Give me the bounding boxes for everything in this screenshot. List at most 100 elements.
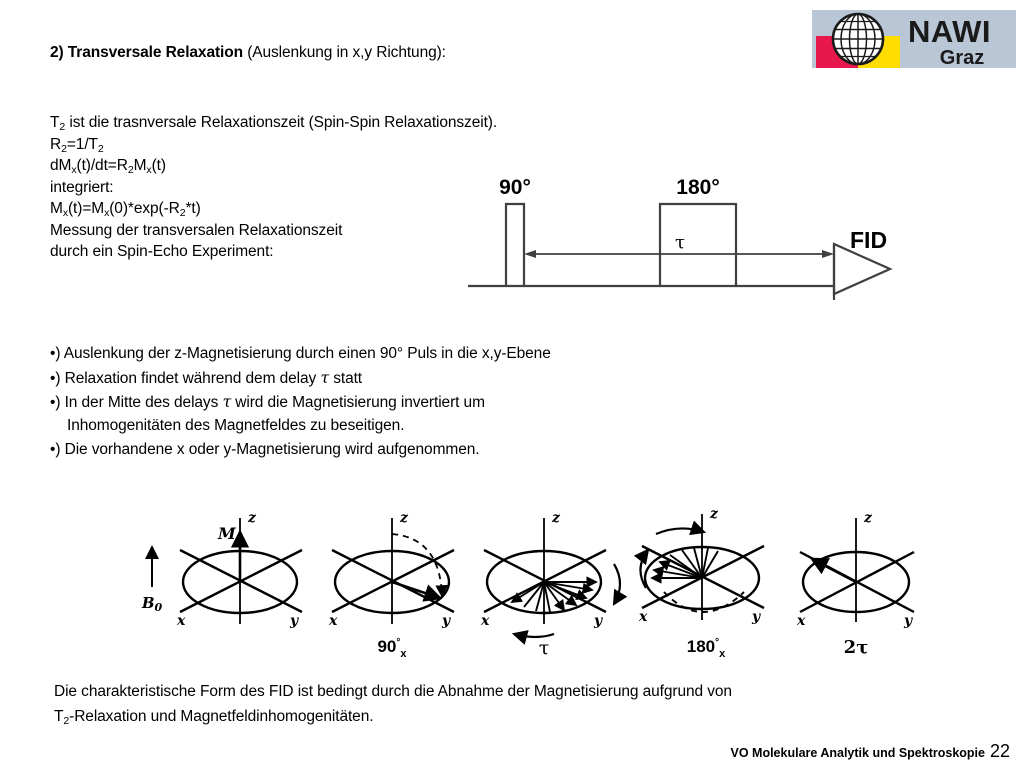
formula-line-6: Messung der transversalen Relaxationszei…	[50, 221, 343, 239]
formula-line-5-mid2: (0)*exp(-R	[109, 200, 180, 217]
mx-subscript-1: x	[71, 163, 77, 176]
bullet-marker-4: •)	[50, 441, 61, 458]
footer-page-number: 22	[989, 741, 1010, 761]
logo-wordmark-graz: Graz	[940, 47, 984, 68]
bullet-item-3-continuation: Inhomogenitäten des Magnetfeldes zu bese…	[67, 417, 405, 434]
caption-90x: 90°x	[377, 637, 407, 660]
t2-subscript-2: 2	[97, 142, 104, 155]
x-axis-line	[483, 548, 607, 614]
tau-arrow-left	[524, 250, 536, 258]
refocused-magnetization-vector	[809, 557, 857, 584]
t2-subscript-bottom: 2	[63, 714, 70, 727]
pulse-180-rect	[658, 202, 738, 286]
vector-diagram-refocused-2tau: z x y 2τ	[796, 510, 915, 658]
rotation-arc-dashed	[391, 533, 448, 598]
spin-echo-pulse-sequence-diagram: 90° 180° τ FID	[462, 168, 914, 300]
z-axis-label: z	[399, 510, 409, 526]
vector-diagram-after-90x: z x y 90°x	[328, 510, 455, 660]
rotation-indicator-bottom	[511, 630, 555, 645]
mx-subscript-3: x	[62, 206, 68, 219]
nawi-graz-logo: NAWI Graz	[812, 10, 1016, 68]
tau-label: τ	[675, 232, 685, 253]
bottom-note-text: Die charakteristische Form des FID ist b…	[54, 679, 732, 729]
globe-icon	[831, 12, 885, 66]
x-axis-label: x	[328, 613, 338, 629]
r2-subscript: 2	[61, 142, 67, 155]
r2-subscript-2: 2	[127, 163, 134, 176]
fid-label: FID	[850, 227, 887, 253]
formula-line-5-end: *t)	[185, 200, 201, 217]
logo-wordmark-nawi: NAWI	[908, 14, 991, 49]
bullet-list: •) Auslenkung der z-Magnetisierung durch…	[50, 342, 551, 462]
bottom-note-line-2-text: -Relaxation und Magnetfeldinhomogenitäte…	[69, 708, 374, 725]
t2-symbol-bottom: T	[54, 708, 64, 725]
formula-line-2: R2=1/T2	[50, 134, 497, 156]
caption-2tau: 2τ	[844, 637, 869, 658]
t2-subscript: 2	[59, 120, 66, 133]
caption-180x: 180°x	[687, 637, 726, 660]
footer-course-title: VO Molekulare Analytik und Spektroskopie	[730, 746, 985, 760]
bullet-text-2b: statt	[329, 370, 362, 387]
pulse-90-rect	[504, 202, 526, 286]
z-axis-label: z	[863, 510, 873, 526]
rotation-indicator-left	[633, 548, 650, 589]
t2-symbol: T	[50, 114, 60, 131]
vector-diagram-after-180x: z x y 180°x	[633, 506, 765, 660]
bullet-marker-2: •)	[50, 370, 61, 387]
b0-field-arrow: B0	[141, 545, 163, 614]
inverted-vector-fan	[650, 547, 719, 584]
y-axis-label: y	[751, 609, 761, 625]
z-axis-label: z	[709, 506, 719, 522]
bullet-item-4: •) Die vorhandene x oder y-Magnetisierun…	[50, 438, 551, 462]
magnetization-vector	[391, 580, 443, 602]
mx-symbol-3: M	[50, 200, 63, 217]
tau-arrow-right	[822, 250, 834, 258]
formula-line-1-text: ist die trasnversale Relaxationszeit (Sp…	[65, 114, 498, 131]
formula-line-3-mid: (t)/dt=R	[76, 157, 128, 174]
m-symbol: M	[133, 157, 147, 174]
pulse-90-label: 90°	[499, 176, 531, 199]
x-axis-label: x	[480, 613, 490, 629]
bullet-text-3a: In der Mitte des delays	[60, 394, 223, 411]
formula-line-7: durch ein Spin-Echo Experiment:	[50, 243, 274, 260]
mx-subscript-2: x	[146, 163, 152, 176]
bullet-text-4: Die vorhandene x oder y-Magnetisierung w…	[60, 441, 480, 458]
bullet-text-1: Auslenkung der z-Magnetisierung durch ei…	[60, 345, 551, 362]
formula-text-block: T2 ist die trasnversale Relaxationszeit …	[50, 112, 497, 263]
bullet-text-2a: Relaxation findet während dem delay	[60, 370, 321, 387]
formula-line-5-mid1: (t)=M	[67, 200, 105, 217]
bullet-marker-1: •)	[50, 345, 61, 362]
r2-symbol: R	[50, 135, 62, 153]
z-axis-label: z	[247, 510, 257, 526]
bullet-item-2: •) Relaxation findet während dem delay τ…	[50, 366, 551, 390]
pulse-180-label: 180°	[676, 176, 719, 199]
dmx-symbol: dM	[50, 157, 72, 174]
x-axis-label: x	[638, 609, 648, 625]
rotation-indicator-right	[612, 563, 628, 606]
dephasing-vector-fan	[510, 576, 598, 613]
y-axis-label: y	[593, 613, 603, 629]
x-axis-label: x	[176, 613, 186, 629]
caption-tau: τ	[539, 637, 550, 659]
formula-line-4: integriert:	[50, 178, 114, 196]
bullet-text-3b: wird die Magnetisierung invertiert um	[231, 394, 485, 411]
rotation-indicator-top	[655, 520, 707, 536]
tau-symbol-bullet-3: τ	[222, 392, 232, 411]
x-axis-label: x	[796, 613, 806, 629]
bottom-note-line-2: T2-Relaxation und Magnetfeldinhomogenitä…	[54, 704, 732, 729]
magnetization-vector-diagram-row: B0 z x y M z x y 90°x	[140, 492, 950, 662]
z-axis-label: z	[551, 510, 561, 526]
bullet-item-1: •) Auslenkung der z-Magnetisierung durch…	[50, 342, 551, 366]
formula-line-3-end: (t)	[151, 157, 166, 174]
bullet-marker-3: •)	[50, 394, 61, 411]
heading-bold-part: 2) Transversale Relaxation	[50, 44, 243, 61]
slide-footer: VO Molekulare Analytik und Spektroskopie…	[731, 741, 1011, 762]
tau-symbol-bullet-2: τ	[320, 368, 329, 387]
mx-subscript-4: x	[104, 206, 110, 219]
m-vector-label: M	[217, 524, 237, 543]
heading-rest-part: (Auslenkung in x,y Richtung):	[242, 44, 446, 61]
formula-line-2-mid: =1/T	[66, 135, 98, 153]
vector-diagram-dephasing-tau: z x y τ	[480, 510, 628, 659]
formula-line-1: T2 ist die trasnversale Relaxationszeit …	[50, 112, 497, 134]
bullet-item-3: •) In der Mitte des delays τ wird die Ma…	[50, 390, 551, 414]
